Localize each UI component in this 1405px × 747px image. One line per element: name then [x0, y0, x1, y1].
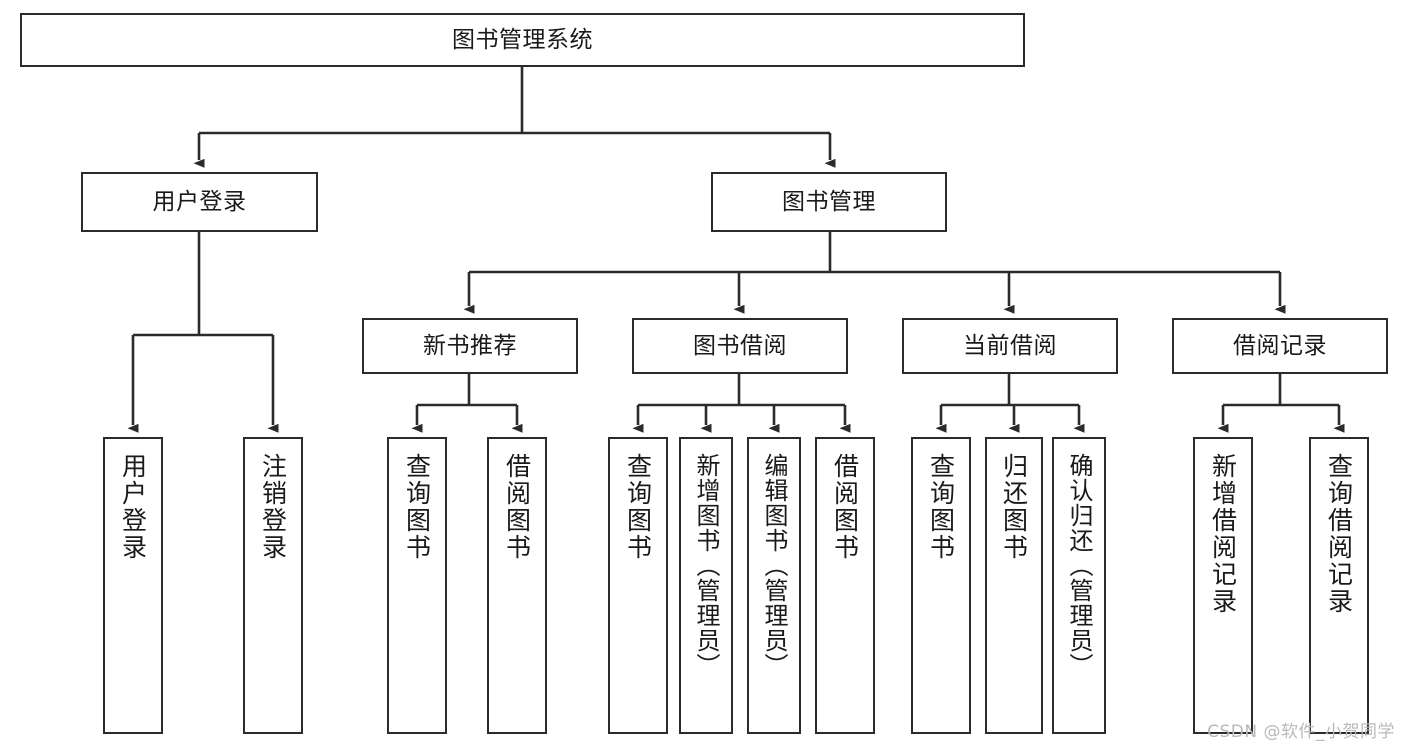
leaf-query-book-recommend-label: 查询图书	[402, 453, 432, 561]
node-user-login-label: 用户登录	[152, 188, 247, 215]
leaf-borrow-book-recommend-label: 借阅图书	[502, 453, 532, 561]
leaf-query-borrow-record[interactable]: 查询借阅记录	[1309, 437, 1369, 734]
leaf-edit-book-admin-label: 编辑图书（管理员）	[760, 453, 788, 678]
leaf-user-login[interactable]: 用户登录	[103, 437, 163, 734]
node-user-login[interactable]: 用户登录	[81, 172, 318, 232]
leaf-query-book-borrow-label: 查询图书	[623, 453, 653, 561]
node-current-borrow-label: 当前借阅	[963, 332, 1057, 359]
leaf-confirm-return-admin-label: 确认归还（管理员）	[1065, 453, 1093, 678]
leaf-add-borrow-record-label: 新增借阅记录	[1208, 453, 1238, 615]
leaf-query-book-recommend[interactable]: 查询图书	[387, 437, 447, 734]
leaf-edit-book-admin[interactable]: 编辑图书（管理员）	[747, 437, 801, 734]
leaf-add-book-admin[interactable]: 新增图书（管理员）	[679, 437, 733, 734]
node-borrow-record-label: 借阅记录	[1233, 332, 1327, 359]
leaf-user-logout-label: 注销登录	[258, 453, 288, 561]
node-book-management[interactable]: 图书管理	[711, 172, 947, 232]
leaf-query-borrow-record-label: 查询借阅记录	[1324, 453, 1354, 615]
leaf-return-book-label: 归还图书	[999, 453, 1029, 561]
node-new-book-recommend-label: 新书推荐	[423, 332, 517, 359]
leaf-borrow-book-label: 借阅图书	[830, 453, 860, 561]
node-borrow-record[interactable]: 借阅记录	[1172, 318, 1388, 374]
node-root-label: 图书管理系统	[452, 26, 593, 53]
node-book-management-label: 图书管理	[782, 188, 876, 215]
node-root[interactable]: 图书管理系统	[20, 13, 1025, 67]
leaf-borrow-book-recommend[interactable]: 借阅图书	[487, 437, 547, 734]
leaf-user-logout[interactable]: 注销登录	[243, 437, 303, 734]
node-book-borrow[interactable]: 图书借阅	[632, 318, 848, 374]
leaf-add-borrow-record[interactable]: 新增借阅记录	[1193, 437, 1253, 734]
leaf-return-book[interactable]: 归还图书	[985, 437, 1043, 734]
leaf-borrow-book[interactable]: 借阅图书	[815, 437, 875, 734]
leaf-query-book-borrow[interactable]: 查询图书	[608, 437, 668, 734]
leaf-query-book-current-label: 查询图书	[926, 453, 956, 561]
leaf-add-book-admin-label: 新增图书（管理员）	[692, 453, 720, 678]
leaf-user-login-label: 用户登录	[118, 453, 148, 561]
leaf-confirm-return-admin[interactable]: 确认归还（管理员）	[1052, 437, 1106, 734]
node-current-borrow[interactable]: 当前借阅	[902, 318, 1118, 374]
node-new-book-recommend[interactable]: 新书推荐	[362, 318, 578, 374]
node-book-borrow-label: 图书借阅	[693, 332, 787, 359]
leaf-query-book-current[interactable]: 查询图书	[911, 437, 971, 734]
